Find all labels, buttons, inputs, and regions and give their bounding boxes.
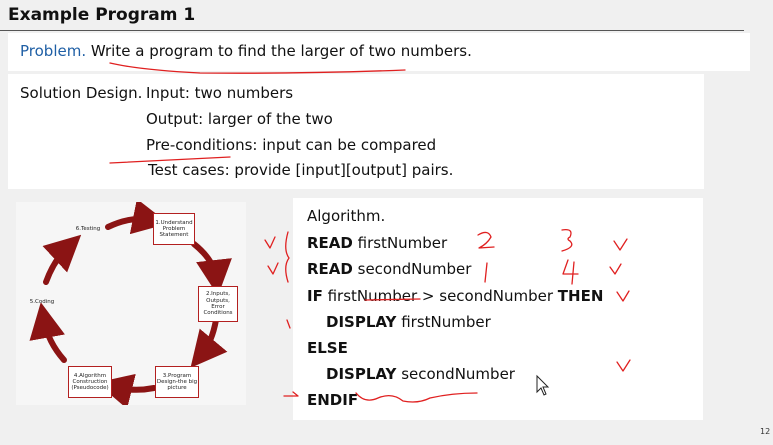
- problem-statement: Problem. Write a program to find the lar…: [20, 42, 472, 60]
- algorithm-heading: Algorithm.: [307, 207, 386, 225]
- algo-line-display-first: DISPLAY firstNumber: [326, 313, 491, 331]
- development-cycle-diagram: 1.Understand Problem Statement 2.Inputs,…: [16, 202, 246, 405]
- slide-title: Example Program 1: [8, 5, 196, 25]
- first-number-var: firstNumber: [352, 234, 448, 252]
- cycle-step-6: 6.Testing: [75, 226, 101, 232]
- page-number: 12: [760, 427, 771, 436]
- display-second-var: secondNumber: [396, 365, 515, 383]
- display-keyword: DISPLAY: [326, 313, 397, 331]
- cycle-step-2: 2.Inputs, Outputs, Error Conditions: [198, 286, 238, 322]
- algo-line-display-second: DISPLAY secondNumber: [326, 365, 515, 383]
- algo-line-read-second: READ secondNumber: [307, 260, 471, 278]
- design-preconditions: Pre-conditions: input can be compared: [146, 136, 437, 154]
- cycle-step-5: 5.Coding: [29, 299, 55, 305]
- read-keyword: READ: [307, 234, 353, 252]
- else-keyword: ELSE: [307, 339, 348, 357]
- design-output: Output: larger of the two: [146, 110, 333, 128]
- algo-line-if: IF firstNumber > secondNumber THEN: [307, 287, 603, 305]
- algo-line-read-first: READ firstNumber: [307, 234, 447, 252]
- ink-brace: [285, 231, 290, 283]
- ink-tick: [286, 319, 291, 329]
- algorithm-box: Algorithm. READ firstNumber READ secondN…: [293, 198, 703, 420]
- display-keyword: DISPLAY: [326, 365, 397, 383]
- second-number-var: secondNumber: [352, 260, 472, 278]
- title-divider: [0, 30, 744, 31]
- if-condition: firstNumber > secondNumber: [322, 287, 558, 305]
- solution-design-label: Solution Design.: [20, 84, 143, 102]
- ink-checkmark: [264, 236, 276, 249]
- design-testcases: Test cases: provide [input][output] pair…: [148, 161, 454, 179]
- cycle-arrows: [29, 202, 232, 405]
- cycle-step-4: 4.Algorithm Construction (Pseudocode): [68, 366, 112, 398]
- then-keyword: THEN: [557, 287, 604, 305]
- ink-checkmark: [267, 262, 279, 275]
- problem-label: Problem.: [20, 42, 87, 60]
- problem-box: Problem. Write a program to find the lar…: [8, 33, 750, 71]
- cycle-step-3: 3.Program Design-the big picture: [155, 366, 199, 398]
- read-keyword: READ: [307, 260, 353, 278]
- if-keyword: IF: [307, 287, 323, 305]
- problem-text: Write a program to find the larger of tw…: [86, 42, 472, 60]
- display-first-var: firstNumber: [396, 313, 491, 331]
- solution-design-box: Solution Design. Input: two numbers Outp…: [8, 74, 704, 189]
- design-input: Input: two numbers: [146, 84, 294, 102]
- cycle-step-1: 1.Understand Problem Statement: [153, 213, 195, 245]
- endif-keyword: ENDIF: [307, 391, 359, 409]
